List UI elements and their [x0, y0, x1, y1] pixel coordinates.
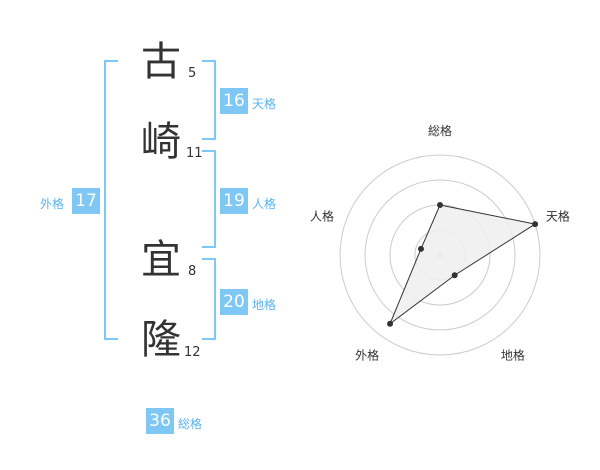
chikaku-bracket	[202, 258, 216, 340]
radar-axis-label-1: 天格	[546, 209, 570, 224]
radar-axis-label-3: 外格	[355, 347, 379, 362]
radar-ring-4	[339, 154, 541, 356]
radar-points	[387, 202, 539, 327]
soukaku-label: 総格	[178, 417, 203, 431]
gaikaku-label: 外格	[40, 197, 65, 211]
chikaku-label: 地格	[252, 298, 277, 312]
tenkaku-label: 天格	[252, 97, 277, 111]
stroke-count-4: 12	[184, 345, 201, 360]
name-char-4: 隆	[141, 317, 181, 363]
tenkaku-value: 16	[220, 88, 248, 114]
stroke-count-2: 11	[186, 146, 203, 161]
radar-ring-3	[364, 179, 516, 331]
name-char-3: 宜	[141, 237, 181, 283]
jinkaku-value: 19	[220, 188, 248, 214]
name-char-2: 崎	[141, 119, 181, 165]
stroke-count-3: 8	[188, 264, 197, 279]
gaikaku-bracket	[104, 60, 118, 340]
radar-point-4	[417, 245, 424, 252]
tenkaku-bracket	[202, 60, 216, 140]
radar-point-3	[387, 320, 394, 327]
soukaku-value: 36	[146, 408, 174, 434]
radar-axis-label-2: 地格	[501, 347, 525, 362]
radar-point-0	[437, 202, 443, 208]
radar-point-2	[451, 272, 458, 279]
radar-point-1	[532, 221, 539, 228]
radar-axis-label-4: 人格	[310, 209, 334, 224]
jinkaku-label: 人格	[252, 197, 277, 211]
stroke-count-1: 5	[188, 66, 197, 81]
gaikaku-value: 17	[72, 188, 100, 214]
name-char-1: 古	[141, 39, 181, 85]
jinkaku-bracket	[202, 150, 216, 248]
radar-area	[388, 204, 537, 326]
radar-axis-label-0: 総格	[428, 123, 452, 138]
chikaku-value: 20	[220, 289, 248, 315]
